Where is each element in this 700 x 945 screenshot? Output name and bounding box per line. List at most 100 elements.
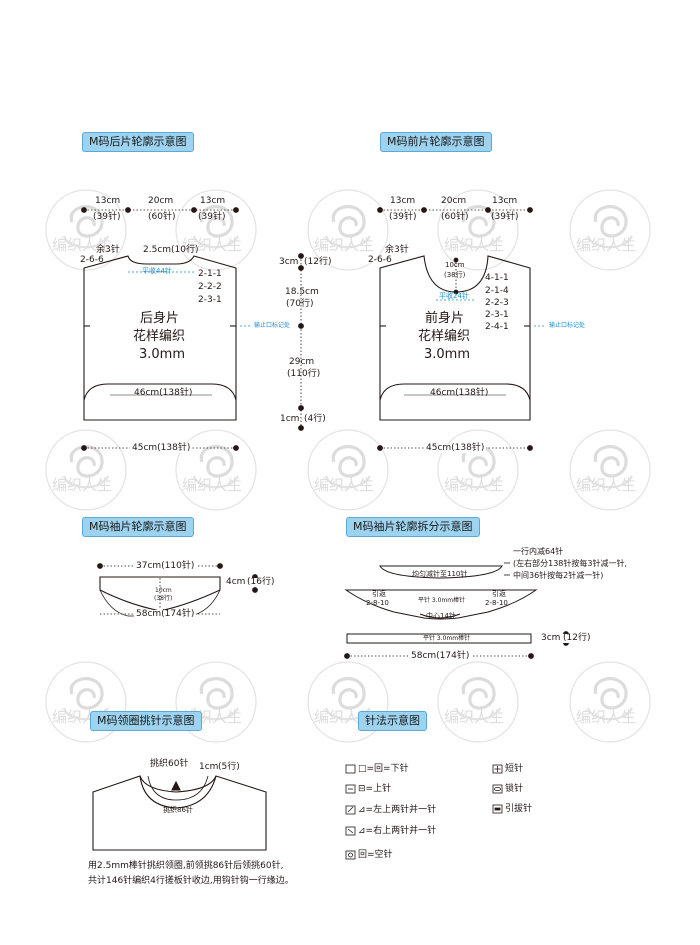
watermark-text: 编织人生	[444, 708, 505, 726]
sleeve-split-short-right-rows: 2-8-10	[485, 599, 508, 607]
sleeve-split-band-rows: (12行)	[563, 633, 591, 643]
collar-pick-front: 挑织86针	[163, 806, 193, 814]
back-left-remain: 余3针	[96, 245, 120, 255]
sleeve-split-outline	[344, 565, 538, 644]
front-body-name: 前身片	[425, 311, 465, 326]
sleeve-split-total-width: 58cm(174针)	[409, 651, 472, 661]
front-shoulder-right: 13cm	[492, 196, 518, 206]
front-dec-row: 2-3-1	[485, 310, 509, 320]
front-dec-row: 2-2-3	[485, 298, 509, 308]
legend-item-chain: 锁针	[505, 784, 524, 794]
legend-item-k2tog-left: ⊿=左上两针并一针	[358, 805, 437, 815]
sleeve-split-band-height: 3cm	[541, 633, 561, 643]
sleeve-split-short-left-rows: 2-8-10	[366, 599, 389, 607]
back-hem-width: 46cm(138针)	[134, 388, 193, 398]
back-shoulder-right-sts: (39针)	[198, 212, 226, 222]
back-piece-outline	[83, 255, 237, 421]
collar-outline	[92, 775, 267, 851]
sleeve-height-rows: (16行)	[247, 577, 275, 587]
sleeve-split-short-right: 引返	[492, 590, 506, 598]
back-dec-row: 2-3-1	[198, 295, 222, 305]
front-neck-depth-rows: (38行)	[444, 271, 466, 279]
back-dec-row: 2-2-2	[198, 282, 222, 292]
front-neck-depth: 10cm	[445, 261, 465, 269]
sleeve-split-short-mid: 平针 3.0mm棒针	[418, 597, 466, 604]
sleeve-split-band-label: 平针 3.0mm棒针	[423, 635, 471, 642]
vertical-r1: 3cm	[279, 257, 299, 267]
back-shoulder-left-sts: (39针)	[93, 212, 121, 222]
legend-symbols	[345, 764, 503, 860]
sleeve-split-note3: 中间36针按每2针减一针)	[513, 571, 604, 580]
watermark-text: 编织人生	[182, 476, 243, 494]
legend-item-k2tog-right: ⊿=右上两针并一针	[358, 826, 437, 836]
vertical-r1-rows: (12行)	[304, 257, 332, 267]
sleeve-split-short-left: 引返	[372, 590, 386, 598]
vertical-r3: 29cm	[289, 357, 315, 367]
back-dimension-lines	[81, 207, 252, 451]
front-bottom-width: 45cm(138针)	[424, 443, 487, 453]
collar-band-rows: (5行)	[218, 762, 240, 772]
sleeve-center-rows: (38行)	[154, 595, 173, 602]
front-marker: 输止口标记处	[549, 322, 586, 329]
back-body-name: 后身片	[140, 311, 180, 326]
vertical-r4-rows: (4行)	[304, 414, 326, 424]
legend-item-yarn-over: 回=空针	[358, 850, 393, 860]
front-title: M码前片轮廓示意图	[380, 132, 492, 152]
watermark-text: 编织人生	[576, 236, 637, 254]
watermark-text: 编织人生	[576, 476, 637, 494]
back-bind-off: 平收44针	[142, 267, 172, 275]
vertical-dimension-line	[298, 253, 304, 431]
front-left-remain: 余3针	[385, 245, 409, 255]
back-marker: 输止口标记处	[254, 322, 291, 329]
front-bind-off: 平收24针	[439, 292, 469, 300]
front-body-stitch: 花样编织	[418, 329, 471, 344]
back-neck-width: 20cm	[148, 196, 174, 206]
legend-item-knit: □=回=下针	[358, 764, 409, 774]
legend-item-purl: ⊟=上针	[358, 784, 392, 794]
watermark-text: 编织人生	[52, 476, 113, 494]
sleeve-split-even-dec: 均匀减针至110针	[412, 570, 468, 578]
front-dec-row: 4-1-1	[485, 273, 509, 283]
back-left-dec: 2-6-6	[80, 255, 104, 265]
front-hem-width: 46cm(138针)	[430, 388, 489, 398]
vertical-r2-rows: (70行)	[286, 299, 314, 309]
back-dec-row: 2-1-1	[198, 269, 222, 279]
watermark-text: 编织人生	[182, 236, 243, 254]
legend-title: 针法示意图	[358, 711, 427, 731]
sleeve-title: M码袖片轮廓示意图	[82, 517, 194, 537]
front-dec-row: 2-4-1	[485, 322, 509, 332]
sleeve-center-depth: 10cm	[155, 587, 172, 594]
legend-item-sc: 短针	[505, 764, 524, 774]
back-title: M码后片轮廓示意图	[82, 132, 194, 152]
sleeve-split-note2: (左右部分138针按每3针减一针,	[513, 559, 628, 568]
front-body-needle: 3.0mm	[424, 347, 471, 362]
front-neck-width-sts: (60针)	[441, 212, 469, 222]
sleeve-height: 4cm	[226, 577, 246, 587]
vertical-r3-rows: (110行)	[287, 369, 321, 379]
back-shoulder-right: 13cm	[200, 196, 226, 206]
collar-desc-line2: 共计146针编织4行搓板针收边,用钩针钩一行缘边。	[88, 876, 294, 886]
front-neck-width: 20cm	[441, 196, 467, 206]
back-neck-width-sts: (60针)	[148, 212, 176, 222]
back-body-stitch: 花样编织	[133, 329, 186, 344]
legend-item-slip: 引拔针	[505, 804, 533, 814]
front-shoulder-right-sts: (39针)	[491, 212, 519, 222]
watermark-text: 编织人生	[444, 476, 505, 494]
back-body-needle: 3.0mm	[139, 347, 186, 362]
sleeve-bottom-width: 58cm(174针)	[134, 609, 197, 619]
front-piece-outline	[379, 255, 531, 421]
front-shoulder-left-sts: (39针)	[389, 212, 417, 222]
watermark-text: 编织人生	[314, 476, 375, 494]
collar-pick-back: 挑织60针	[150, 759, 189, 769]
sleeve-split-note1: 一行内减64针	[513, 547, 564, 556]
front-shoulder-left: 13cm	[390, 196, 416, 206]
vertical-r4: 1cm	[280, 414, 300, 424]
watermark-text: 编织人生	[52, 236, 113, 254]
watermark-logos	[44, 188, 652, 744]
watermark-text: 编织人生	[444, 236, 505, 254]
collar-band: 1cm	[199, 762, 219, 772]
watermark-text: 编织人生	[314, 236, 375, 254]
front-left-dec: 2-6-6	[368, 255, 392, 265]
front-dec-row: 2-1-4	[485, 286, 509, 296]
